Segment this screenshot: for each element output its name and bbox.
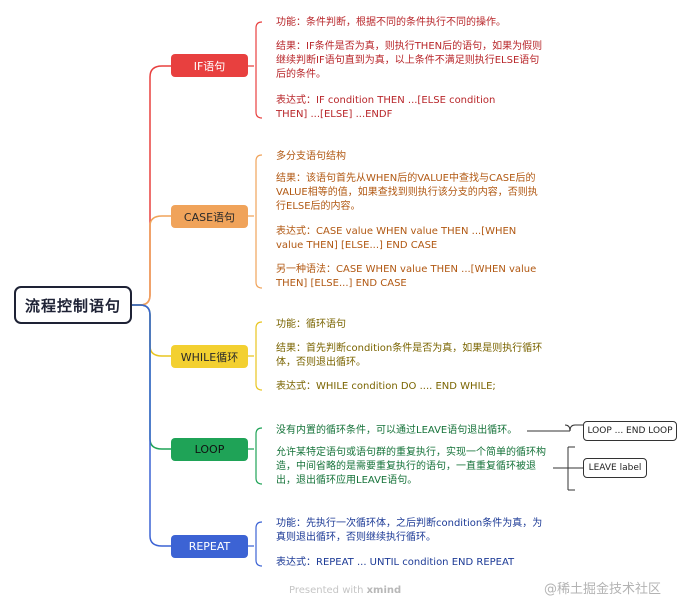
if-expression: 表达式：IF condition THEN ...[ELSE condition… (276, 95, 496, 120)
loop-description: 没有内置的循环条件，可以通过LEAVE语句退出循环。 (276, 425, 518, 436)
repeat-function: 功能：先执行一次循环体，之后判断condition条件为真，为 真则退出循环，否… (276, 518, 543, 543)
topic-case[interactable]: CASE语句 (171, 205, 248, 228)
if-result: 结果：IF条件是否为真，则执行THEN后的语句，如果为假则 继续判断IF语句直到… (276, 41, 543, 80)
footer-brand: xmind (366, 585, 402, 596)
leave-label-node[interactable]: LEAVE label (583, 458, 647, 478)
while-function: 功能：循环语句 (276, 319, 346, 330)
loop-detail: 允许某特定语句或语句群的重复执行，实现一个简单的循环构 造，中间省略的是需要重复… (276, 447, 546, 486)
while-expression: 表达式：WHILE condition DO .... END WHILE; (276, 381, 496, 392)
loop-syntax-node[interactable]: LOOP ... END LOOP (583, 421, 677, 441)
case-structure: 多分支语句结构 (276, 151, 346, 162)
watermark: @稀土掘金技术社区 (544, 582, 662, 597)
footer-prefix: Presented with (289, 585, 367, 596)
if-function: 功能：条件判断，根据不同的条件执行不同的操作。 (276, 17, 506, 28)
root-topic[interactable]: 流程控制语句 (14, 286, 132, 324)
topic-repeat[interactable]: REPEAT (171, 535, 248, 558)
case-alt-syntax: 另一种语法：CASE WHEN value THEN ...[WHEN valu… (276, 264, 537, 289)
repeat-expression: 表达式：REPEAT ... UNTIL condition END REPEA… (276, 557, 515, 568)
xmind-footer: Presented with xmind (289, 585, 401, 596)
case-expression: 表达式：CASE value WHEN value THEN ...[WHEN … (276, 226, 517, 251)
case-result: 结果：该语句首先从WHEN后的VALUE中查找与CASE后的 VALUE相等的值… (276, 173, 538, 212)
topic-if[interactable]: IF语句 (171, 54, 248, 77)
topic-loop[interactable]: LOOP (171, 438, 248, 461)
while-result: 结果：首先判断condition条件是否为真，如果是则执行循环 体，否则退出循环… (276, 343, 543, 368)
topic-while[interactable]: WHILE循环 (171, 345, 248, 368)
